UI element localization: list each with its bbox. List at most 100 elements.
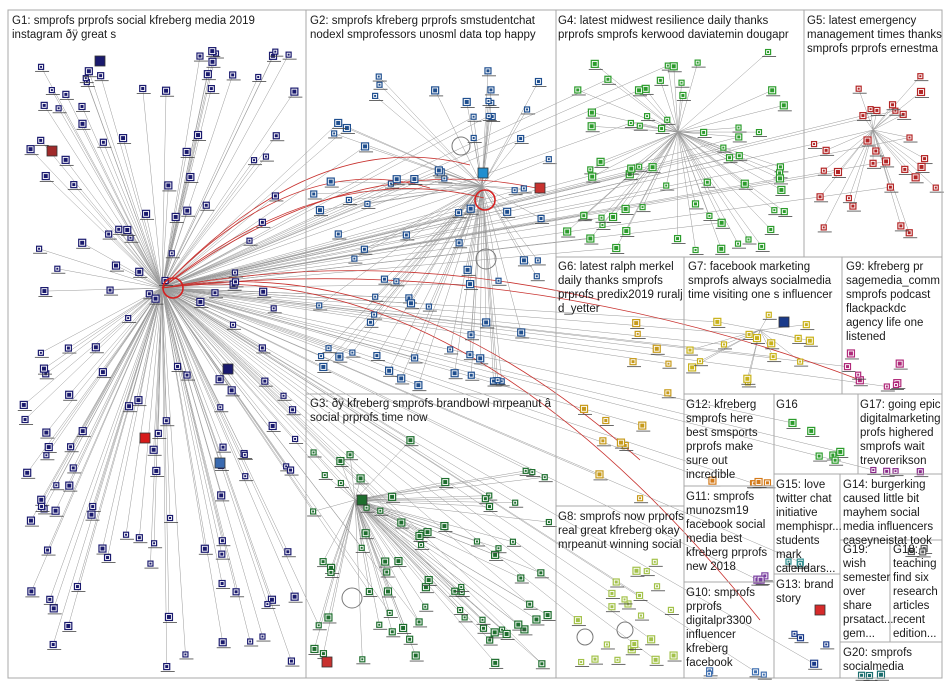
node-fill bbox=[868, 674, 872, 678]
node-g3-243 bbox=[334, 456, 349, 467]
node-fill bbox=[249, 640, 252, 643]
edge-122 bbox=[65, 159, 163, 289]
node-fill bbox=[412, 177, 417, 182]
node-fill bbox=[492, 379, 496, 383]
node-g7-428 bbox=[717, 341, 732, 350]
node-g1-122 bbox=[59, 155, 74, 166]
group-g11-label-line-1: G11: smprofs bbox=[686, 491, 754, 503]
edge-289 bbox=[354, 499, 537, 620]
node-g1-40 bbox=[270, 132, 285, 142]
node-fill bbox=[113, 263, 118, 268]
node-g8-451 bbox=[648, 558, 663, 567]
node-g7-422 bbox=[741, 374, 756, 385]
node-fill bbox=[368, 320, 372, 324]
node-g6-404 bbox=[593, 470, 608, 481]
node-g4-332 bbox=[717, 144, 732, 153]
node-fill bbox=[589, 124, 594, 129]
node-g8-447 bbox=[588, 655, 603, 665]
edge-451 bbox=[161, 287, 370, 592]
node-g1-23 bbox=[266, 421, 281, 432]
edge-124 bbox=[161, 287, 223, 541]
group-g6-label-line-3: prprofs predix2019 ruralj bbox=[558, 289, 683, 301]
node-g5-387 bbox=[820, 146, 835, 156]
node-fill bbox=[100, 370, 105, 375]
node-g6-401 bbox=[634, 495, 649, 504]
node-g2-187 bbox=[324, 177, 339, 188]
node-g4-361 bbox=[762, 48, 777, 57]
node-g8-448 bbox=[605, 589, 620, 599]
node-g2-204 bbox=[517, 185, 532, 194]
node-fill bbox=[443, 480, 448, 485]
node-g5-378 bbox=[898, 165, 913, 175]
node-fill bbox=[497, 279, 500, 282]
node-g2-178 bbox=[508, 187, 523, 196]
node-fill bbox=[658, 78, 662, 82]
node-fill bbox=[220, 539, 224, 543]
node-g1-109 bbox=[229, 278, 244, 288]
node-g8-450 bbox=[605, 603, 620, 613]
node-fill bbox=[779, 187, 784, 192]
edge-90 bbox=[161, 287, 223, 555]
edge-504 bbox=[161, 156, 471, 289]
node-g7-423 bbox=[800, 321, 815, 331]
node-g2-189 bbox=[452, 209, 467, 219]
node-g2-218 bbox=[390, 175, 405, 186]
node-fill bbox=[865, 138, 870, 143]
node-fill bbox=[108, 288, 112, 292]
node-g2-184 bbox=[467, 113, 482, 122]
node-g7-415 bbox=[803, 336, 818, 347]
node-g5-375 bbox=[852, 85, 867, 94]
node-fill bbox=[156, 431, 160, 435]
node-fill bbox=[680, 81, 683, 84]
edge-53 bbox=[161, 287, 220, 380]
node-fill bbox=[787, 560, 790, 563]
node-fill bbox=[629, 166, 634, 171]
edge-77 bbox=[102, 287, 163, 549]
edge-480 bbox=[161, 287, 669, 364]
node-g1-90 bbox=[215, 550, 230, 560]
node-fill bbox=[185, 373, 189, 377]
node-g5-389 bbox=[867, 159, 882, 169]
edge-250 bbox=[354, 499, 393, 632]
node-g2-226 bbox=[515, 328, 530, 339]
group-g15-label-line-1: G15: love bbox=[776, 479, 825, 491]
node-g6-411 bbox=[614, 438, 629, 449]
node-fill bbox=[616, 658, 619, 661]
node-fill bbox=[464, 99, 469, 104]
node-g2-176 bbox=[322, 345, 337, 354]
edge-457 bbox=[161, 122, 631, 289]
edge-26 bbox=[161, 287, 224, 448]
group-g12-label-line-4: prprofs make bbox=[686, 441, 753, 453]
node-g2-201 bbox=[461, 265, 476, 276]
node-fill bbox=[522, 187, 525, 190]
node-fill bbox=[601, 439, 605, 443]
node-fill bbox=[773, 209, 776, 212]
node-fill bbox=[39, 351, 42, 354]
node-fill bbox=[416, 383, 421, 388]
node-g1-144 bbox=[216, 638, 231, 649]
node-fill bbox=[204, 203, 208, 207]
node-fill bbox=[260, 346, 264, 350]
node-fill bbox=[48, 597, 52, 601]
group-g8-label-line-3: mrpeanut winning social bbox=[558, 539, 681, 551]
edge-79 bbox=[161, 160, 255, 289]
node-fill bbox=[375, 354, 379, 358]
node-g1-19 bbox=[67, 464, 82, 474]
node-fill bbox=[643, 86, 648, 91]
node-g3-230 bbox=[534, 569, 549, 579]
node-g5-385 bbox=[929, 184, 944, 193]
node-fill bbox=[824, 148, 828, 152]
node-fill bbox=[825, 643, 828, 646]
group-g20: G20: smprofs socialmedia bbox=[843, 647, 912, 673]
group-g11-label-line-3: facebook social bbox=[686, 519, 765, 531]
node-g1-128 bbox=[35, 502, 50, 512]
edge-47 bbox=[51, 89, 163, 289]
edge-23 bbox=[161, 287, 273, 427]
node-g4-319 bbox=[675, 79, 690, 88]
node-g2-214 bbox=[368, 311, 383, 320]
node-g1-141 bbox=[192, 130, 207, 141]
node-g4-350 bbox=[577, 212, 592, 222]
node-g2-210 bbox=[465, 331, 480, 341]
edge-323 bbox=[645, 88, 679, 133]
node-fill bbox=[57, 107, 60, 110]
